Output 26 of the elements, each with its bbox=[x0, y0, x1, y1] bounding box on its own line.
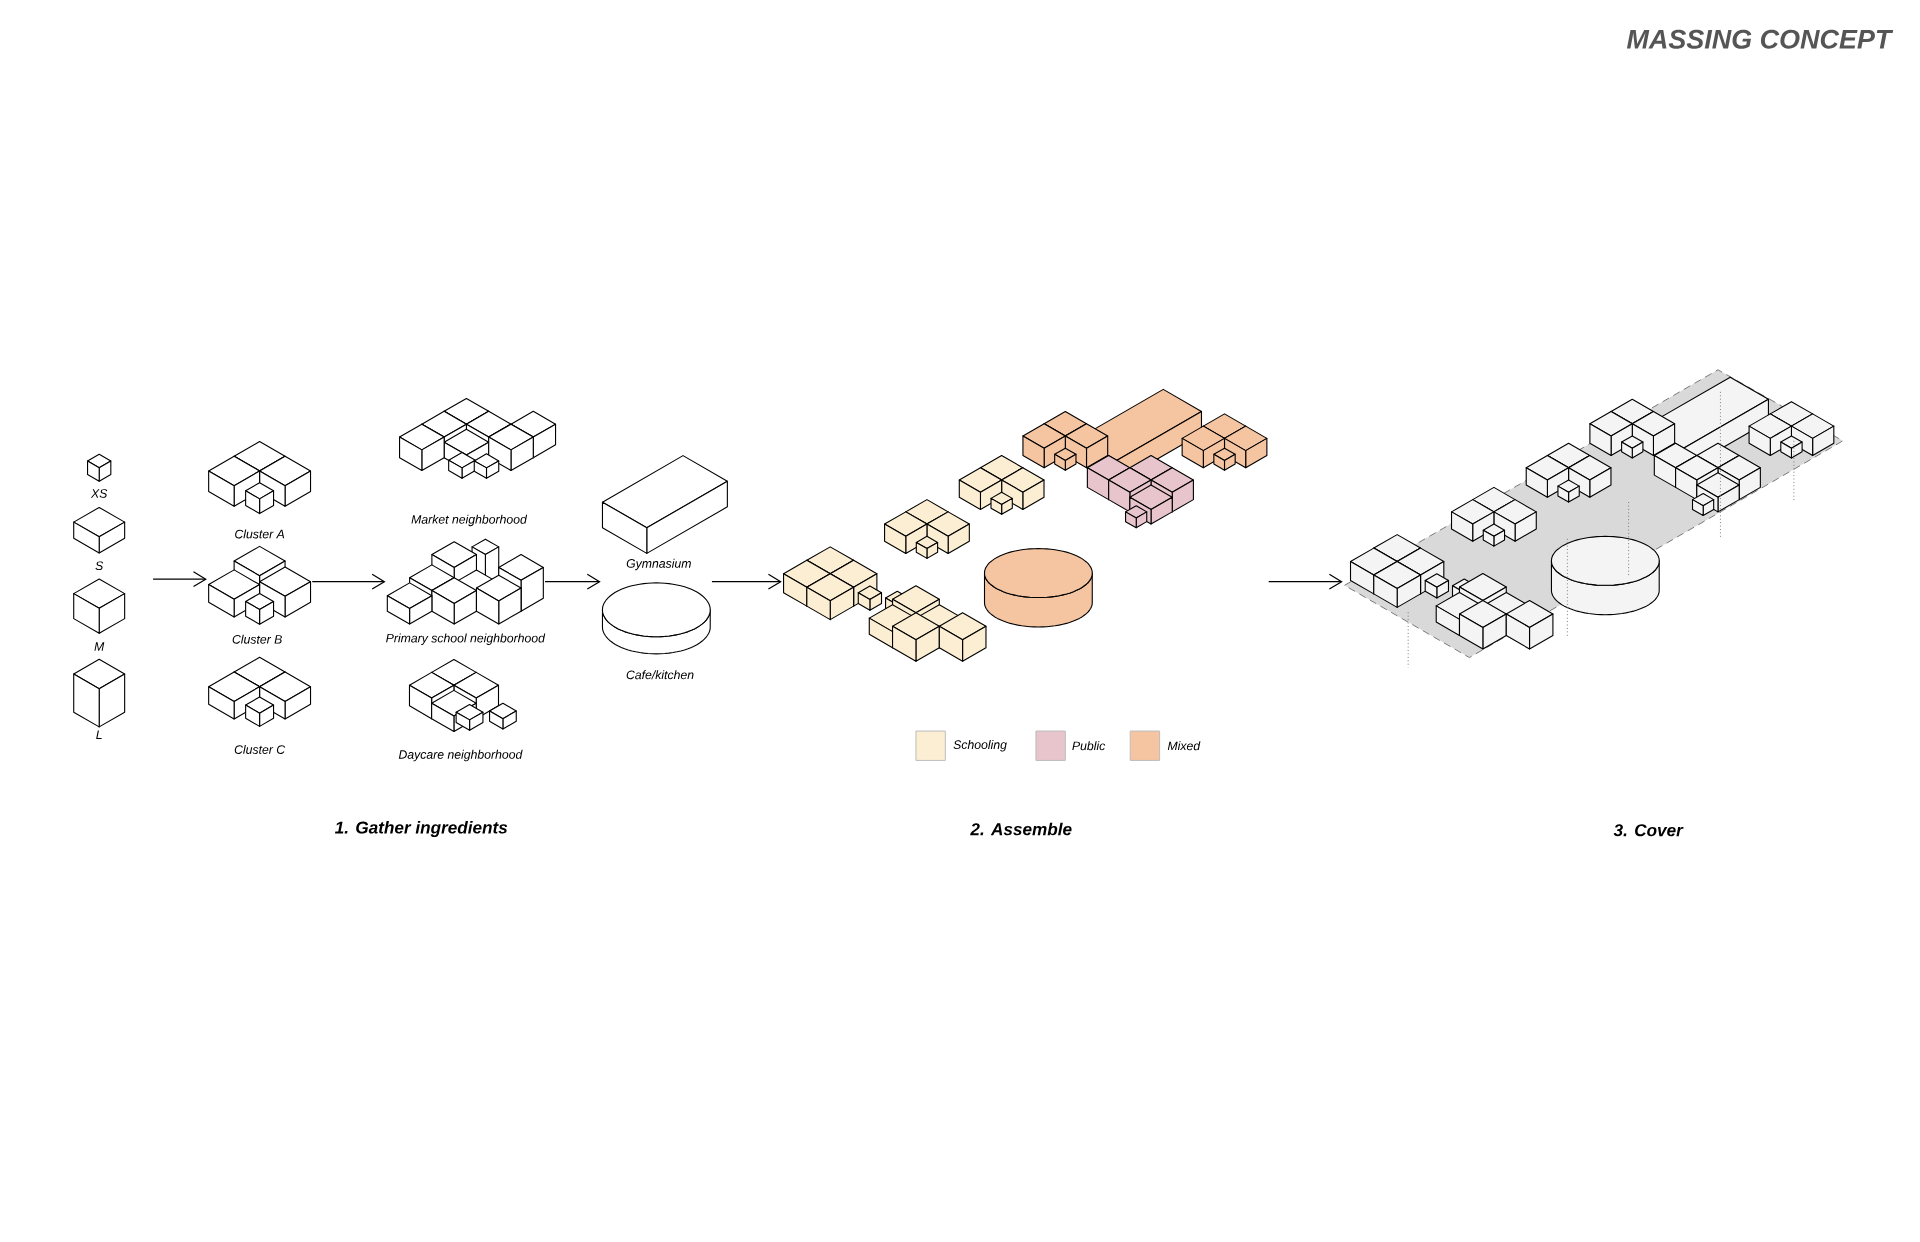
arrow bbox=[544, 573, 601, 590]
node-label: Gymnasium bbox=[626, 558, 691, 571]
node-label: Cluster A bbox=[235, 529, 285, 539]
arrow bbox=[1268, 573, 1343, 590]
arrow bbox=[711, 573, 782, 590]
node-label: Cluster B bbox=[232, 634, 282, 644]
node-label: S bbox=[95, 561, 104, 571]
step-label: 1. Gather ingredients bbox=[334, 821, 508, 838]
legend-label: Public bbox=[1072, 741, 1106, 751]
node-label: M bbox=[94, 642, 105, 651]
massing-drawing bbox=[783, 389, 1268, 662]
legend-label: Schooling bbox=[953, 740, 1007, 752]
step-label: 3. Cover bbox=[1613, 824, 1684, 837]
node-label: L bbox=[96, 730, 102, 740]
arrow bbox=[311, 573, 386, 590]
node-label: XS bbox=[90, 489, 108, 498]
node-label: Cluster C bbox=[234, 745, 286, 755]
covered-massing-drawing bbox=[1344, 369, 1844, 668]
legend-label: Mixed bbox=[1167, 741, 1201, 751]
node-label: Primary school neighborhood bbox=[386, 633, 546, 646]
arrow bbox=[152, 571, 207, 588]
title: MASSING CONCEPT bbox=[1626, 29, 1894, 49]
node-label: Market neighborhood bbox=[411, 514, 528, 527]
node-label: Cafe/kitchen bbox=[626, 670, 694, 680]
node-label: Daycare neighborhood bbox=[398, 750, 523, 762]
step-label: 2. Assemble bbox=[970, 822, 1072, 836]
